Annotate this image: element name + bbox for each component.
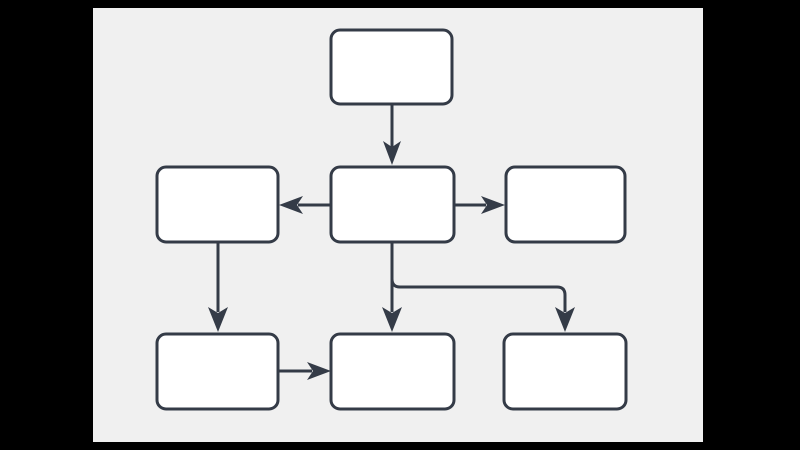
arrow-head-right-icon bbox=[481, 196, 505, 214]
edge-n3-to-n7 bbox=[390, 242, 575, 332]
node-box[interactable] bbox=[155, 165, 280, 244]
node-box[interactable] bbox=[504, 165, 627, 244]
edge-elbow-line bbox=[390, 242, 567, 312]
node-n4[interactable] bbox=[504, 165, 627, 244]
arrow-head-down-icon bbox=[383, 141, 401, 165]
edge-n1-to-n3 bbox=[383, 104, 401, 165]
node-box[interactable] bbox=[329, 28, 454, 106]
node-n6[interactable] bbox=[329, 332, 456, 411]
node-n5[interactable] bbox=[155, 332, 280, 411]
edge-n3-to-n2 bbox=[279, 196, 331, 214]
arrow-head-down-icon bbox=[208, 307, 228, 332]
node-n7[interactable] bbox=[502, 332, 628, 411]
node-box[interactable] bbox=[329, 332, 456, 411]
edge-n3-to-n4 bbox=[454, 196, 505, 214]
node-box[interactable] bbox=[502, 332, 628, 411]
node-n1[interactable] bbox=[329, 28, 454, 106]
edge-n5-to-n6 bbox=[278, 362, 331, 380]
arrow-head-down-icon bbox=[382, 307, 402, 332]
edge-layer bbox=[208, 104, 575, 332]
node-box[interactable] bbox=[329, 165, 456, 244]
node-layer bbox=[155, 28, 628, 411]
arrow-head-left-icon bbox=[279, 196, 303, 214]
node-n2[interactable] bbox=[155, 165, 280, 244]
arrow-head-down-icon bbox=[555, 307, 575, 332]
arrow-head-right-icon bbox=[307, 362, 331, 380]
node-box[interactable] bbox=[155, 332, 280, 411]
node-n3[interactable] bbox=[329, 165, 456, 244]
edge-n2-to-n5 bbox=[208, 242, 228, 332]
